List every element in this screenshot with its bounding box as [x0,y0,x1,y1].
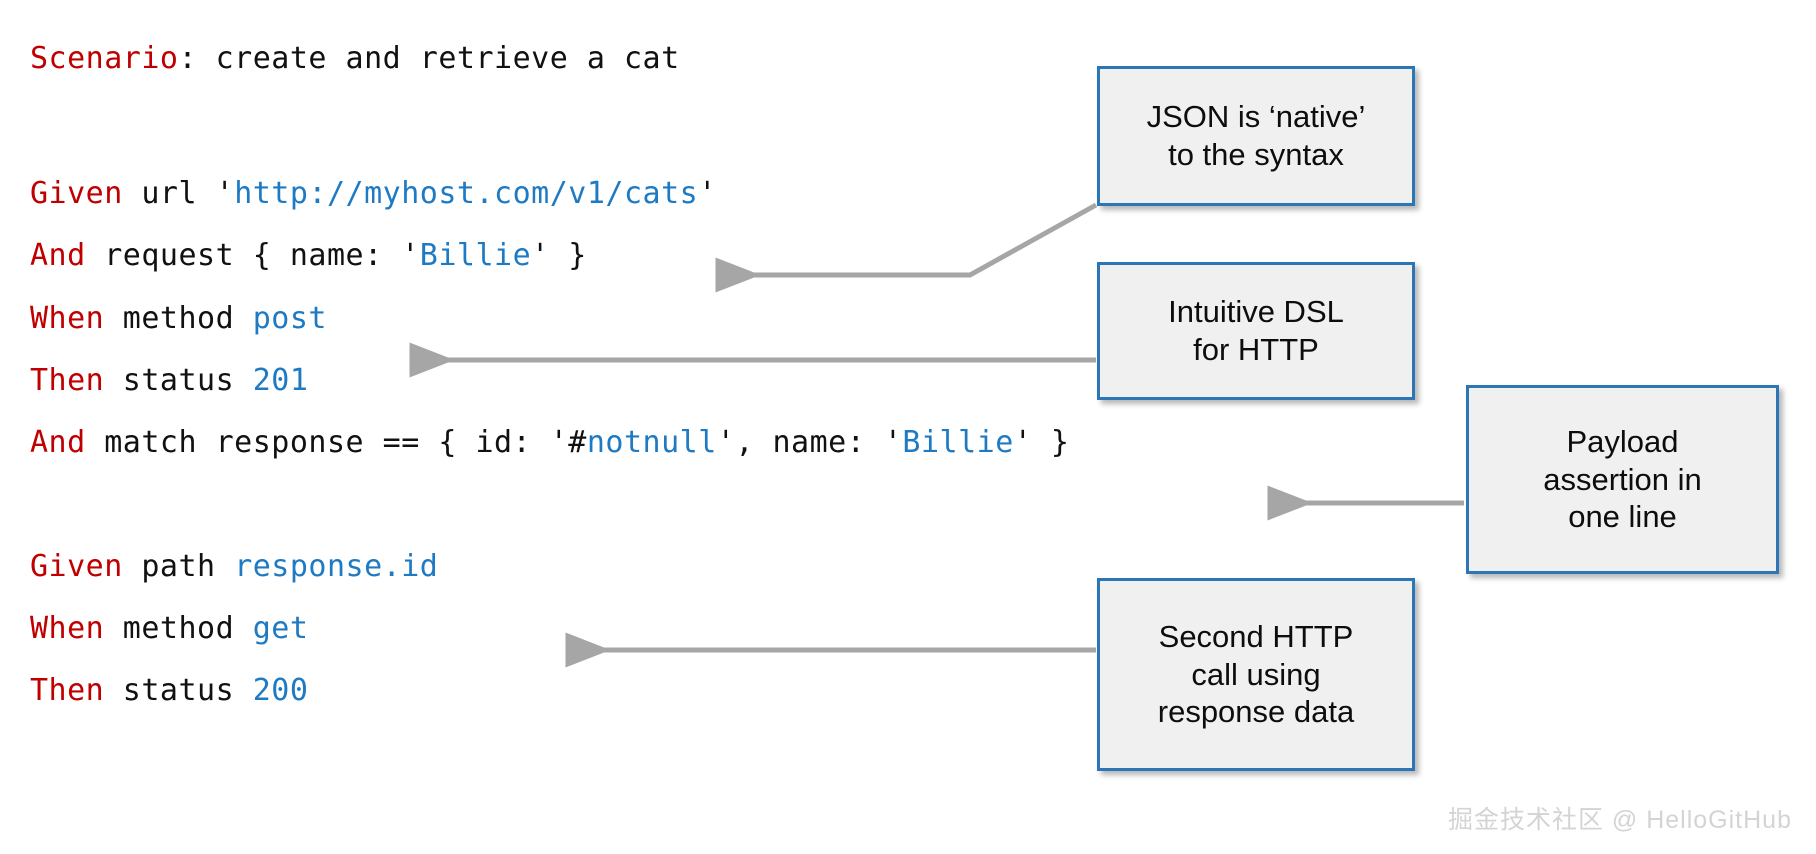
callout-second-http: Second HTTP call using response data [1097,578,1415,771]
value-status-201: 201 [252,363,309,398]
code-line-then-200: Then status 200 [30,676,308,706]
keyword-given: Given [30,176,123,211]
value-status-200: 200 [252,673,309,708]
callout-json-native-text: JSON is ‘native’ to the syntax [1146,99,1366,172]
quote-close: ' [531,238,550,273]
brace-close: } [1032,425,1070,460]
code-line-then-201: Then status 201 [30,366,308,396]
arrow-json-native [715,202,1098,293]
code-line-when-post: When method post [30,304,327,334]
quote-open: ' [883,425,903,460]
keyword-given: Given [30,549,123,584]
value-post: post [252,301,327,336]
value-response-id: response.id [234,549,439,584]
value-notnull: notnull [586,425,717,460]
code-line-and-match: And match response == { id: '#notnull', … [30,428,1069,458]
callout-payload-assertion-text: Payload assertion in one line [1543,423,1702,535]
callout-intuitive-dsl: Intuitive DSL for HTTP [1097,262,1415,400]
keyword-and: And [30,425,86,460]
quote-open: ' [549,425,569,460]
callout-second-http-text: Second HTTP call using response data [1157,618,1355,730]
keyword-and: And [30,238,86,273]
step-status: status [104,363,253,398]
step-method: method [104,611,253,646]
step-match-response: match response == { id: [85,425,550,460]
step-request: request { name: [85,238,402,273]
keyword-scenario: Scenario [30,41,179,76]
value-url: http://myhost.com/v1/cats [234,176,699,211]
brace-close: } [549,238,587,273]
step-method: method [104,301,253,336]
step-url: url [122,176,216,211]
callout-intuitive-dsl-text: Intuitive DSL for HTTP [1168,294,1344,367]
scenario-title: create and retrieve a cat [215,41,680,76]
value-get: get [252,611,309,646]
quote-close: ' [716,425,736,460]
match-middle: , name: [735,425,884,460]
watermark: 掘金技术社区 @ HelloGitHub [1447,806,1792,834]
quote-close: ' [698,176,717,211]
code-line-when-get: When method get [30,614,308,644]
code-line-scenario: Scenario: create and retrieve a cat [30,44,680,74]
keyword-when: When [30,301,105,336]
scenario-colon: : [178,41,216,76]
callout-json-native: JSON is ‘native’ to the syntax [1097,66,1415,206]
code-line-and-request: And request { name: 'Billie' } [30,241,587,271]
quote-open: ' [215,176,235,211]
callout-payload-assertion: Payload assertion in one line [1466,385,1779,574]
hash-marker: # [568,425,587,460]
value-name-billie: Billie [902,425,1014,460]
keyword-when: When [30,611,105,646]
code-line-given-path: Given path response.id [30,552,438,582]
step-path: path [122,549,235,584]
quote-open: ' [401,238,420,273]
keyword-then: Then [30,673,105,708]
keyword-then: Then [30,363,105,398]
code-line-given-url: Given url 'http://myhost.com/v1/cats' [30,179,717,209]
value-name-billie: Billie [419,238,532,273]
step-status: status [104,673,253,708]
quote-close: ' [1013,425,1033,460]
